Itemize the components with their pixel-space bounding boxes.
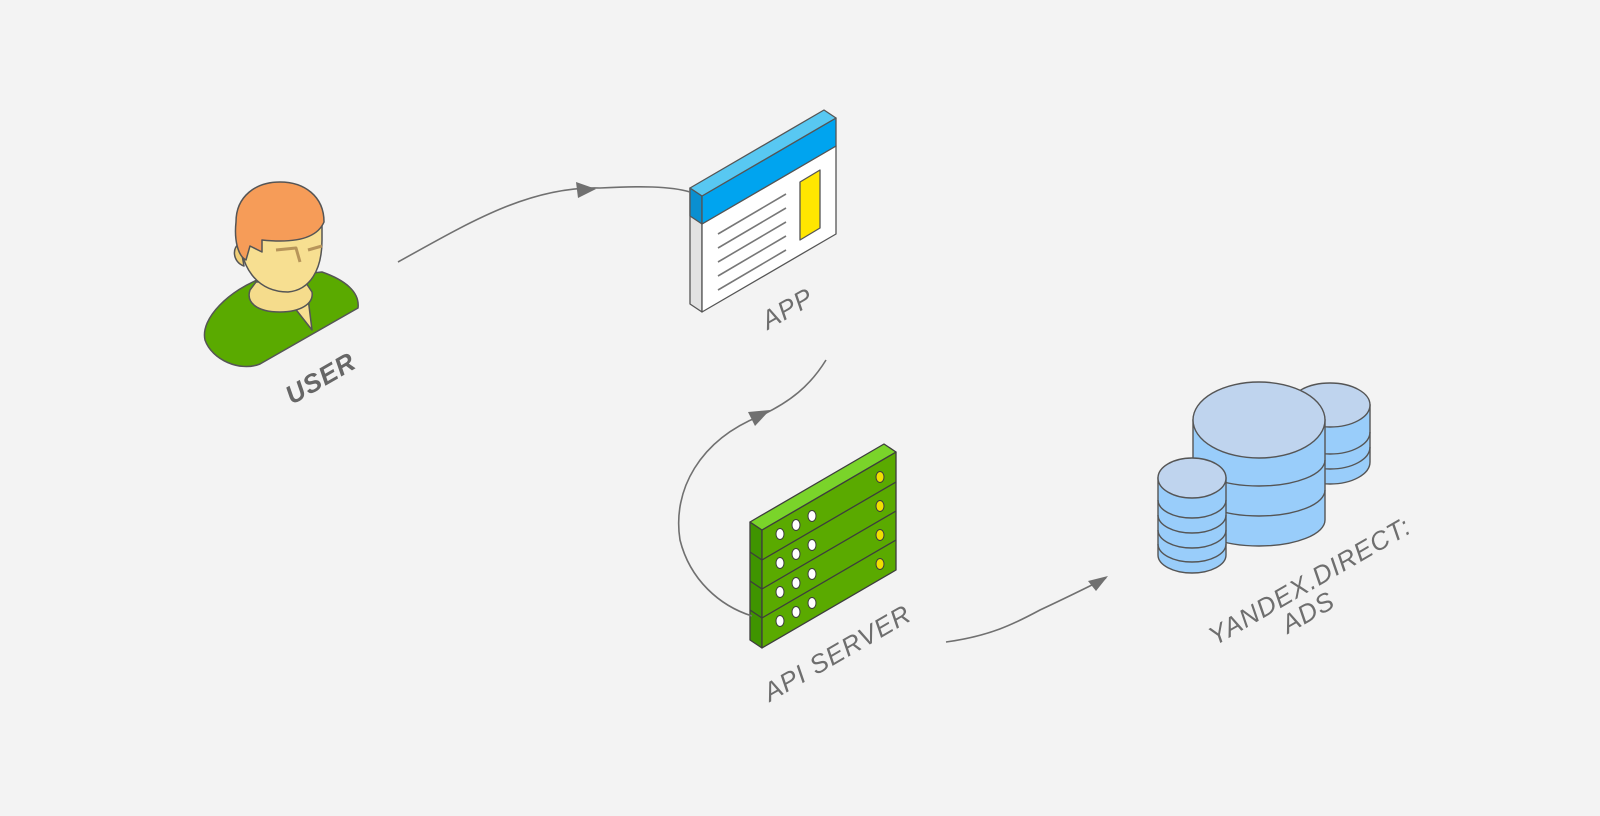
arrow-head (748, 410, 770, 426)
user-label: USER (280, 346, 361, 410)
api-server-node[interactable]: API SERVER (749, 443, 916, 708)
server-rack-icon (749, 443, 897, 649)
database-icon (1157, 381, 1371, 574)
arrow-head (1088, 576, 1108, 591)
app-label: APP (754, 282, 818, 336)
arrow-head (576, 182, 596, 198)
app-node[interactable]: APP (689, 109, 837, 336)
user-icon (203, 181, 359, 368)
edge-api-ads (945, 576, 1108, 643)
ads-node[interactable]: YANDEX.DIRECT: ADS (1157, 381, 1416, 651)
user-node[interactable]: USER (203, 181, 361, 410)
edge-app-api (677, 359, 827, 617)
database-cylinder-main (1192, 381, 1326, 547)
edge-user-app (397, 182, 691, 263)
database-cylinder-front (1157, 457, 1227, 574)
browser-window-icon (689, 109, 837, 313)
